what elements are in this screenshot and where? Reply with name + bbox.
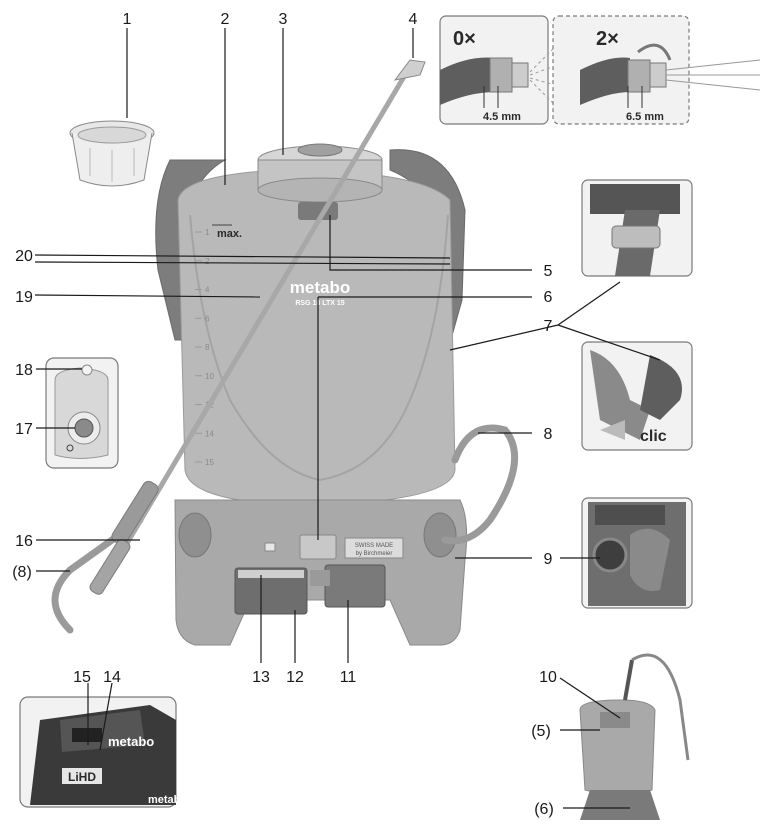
callout-paren-8: (8) [12,564,32,581]
callout-paren-6: (6) [534,801,554,818]
base-frame: SWISS MADE by Birchmeier [174,499,468,646]
nozzle-left-turns: 0× [453,28,476,50]
callout-20: 20 [15,248,33,265]
nozzle-panel-right: 2× 6.5 mm [552,15,761,125]
callout-8: 8 [544,426,553,443]
fill-mark: 10 [205,372,214,381]
tank-model: RSG 18 LTX 15 [295,300,344,307]
callout-13: 13 [252,669,270,686]
by-birchmeier-label: by Birchmeier [356,551,393,557]
nozzle-right-diameter: 6.5 mm [626,111,664,123]
hose-connection-panel [581,497,693,609]
leader-lines [34,28,661,809]
small-sprayer [579,653,690,820]
tank-brand: metabo [290,278,350,297]
clip-label: clic [640,428,667,445]
swiss-made-label: SWISS MADE [355,543,393,549]
callout-14: 14 [103,669,121,686]
callout-15: 15 [73,669,91,686]
callout-7: 7 [544,318,553,335]
battery-lihd: LiHD [68,770,96,784]
control-panel [45,357,119,469]
strap-buckle-panel [581,179,693,277]
callout-6: 6 [544,289,553,306]
fill-mark: 1 [205,228,210,237]
callout-12: 12 [286,669,304,686]
callout-4: 4 [409,11,418,28]
callout-1: 1 [123,11,132,28]
callout-18: 18 [15,362,33,379]
nozzle-right-turns: 2× [596,28,619,50]
fill-mark: 8 [205,343,210,352]
fill-mark: 4 [205,286,210,295]
callout-5: 5 [544,263,553,280]
callout-2: 2 [221,11,230,28]
callout-paren-5: (5) [531,723,551,740]
callout-numbers: 1 2 3 4 5 6 7 8 9 10 11 12 13 14 15 16 1… [12,11,557,818]
callout-10: 10 [539,669,557,686]
battery-brand: metabo [108,734,154,749]
nozzle-left-diameter: 4.5 mm [483,111,521,123]
callout-3: 3 [279,11,288,28]
max-label: max. [217,228,242,240]
callout-16: 16 [15,533,33,550]
filter-cup [69,120,155,187]
callout-19: 19 [15,289,33,306]
clip-panel: clic [581,341,693,451]
hose-and-lance [51,59,519,634]
callout-11: 11 [340,669,357,686]
fill-mark: 2 [205,257,210,266]
fill-mark: 15 [205,458,214,467]
callout-17: 17 [15,421,33,438]
battery-brand-side: metabo [148,794,187,806]
fill-mark: 14 [205,429,214,438]
battery-panel: metabo LiHD metabo [19,696,187,808]
nozzle-panel-left: 0× 4.5 mm [439,15,549,125]
fill-mark: 6 [205,314,210,323]
callout-9: 9 [544,551,553,568]
